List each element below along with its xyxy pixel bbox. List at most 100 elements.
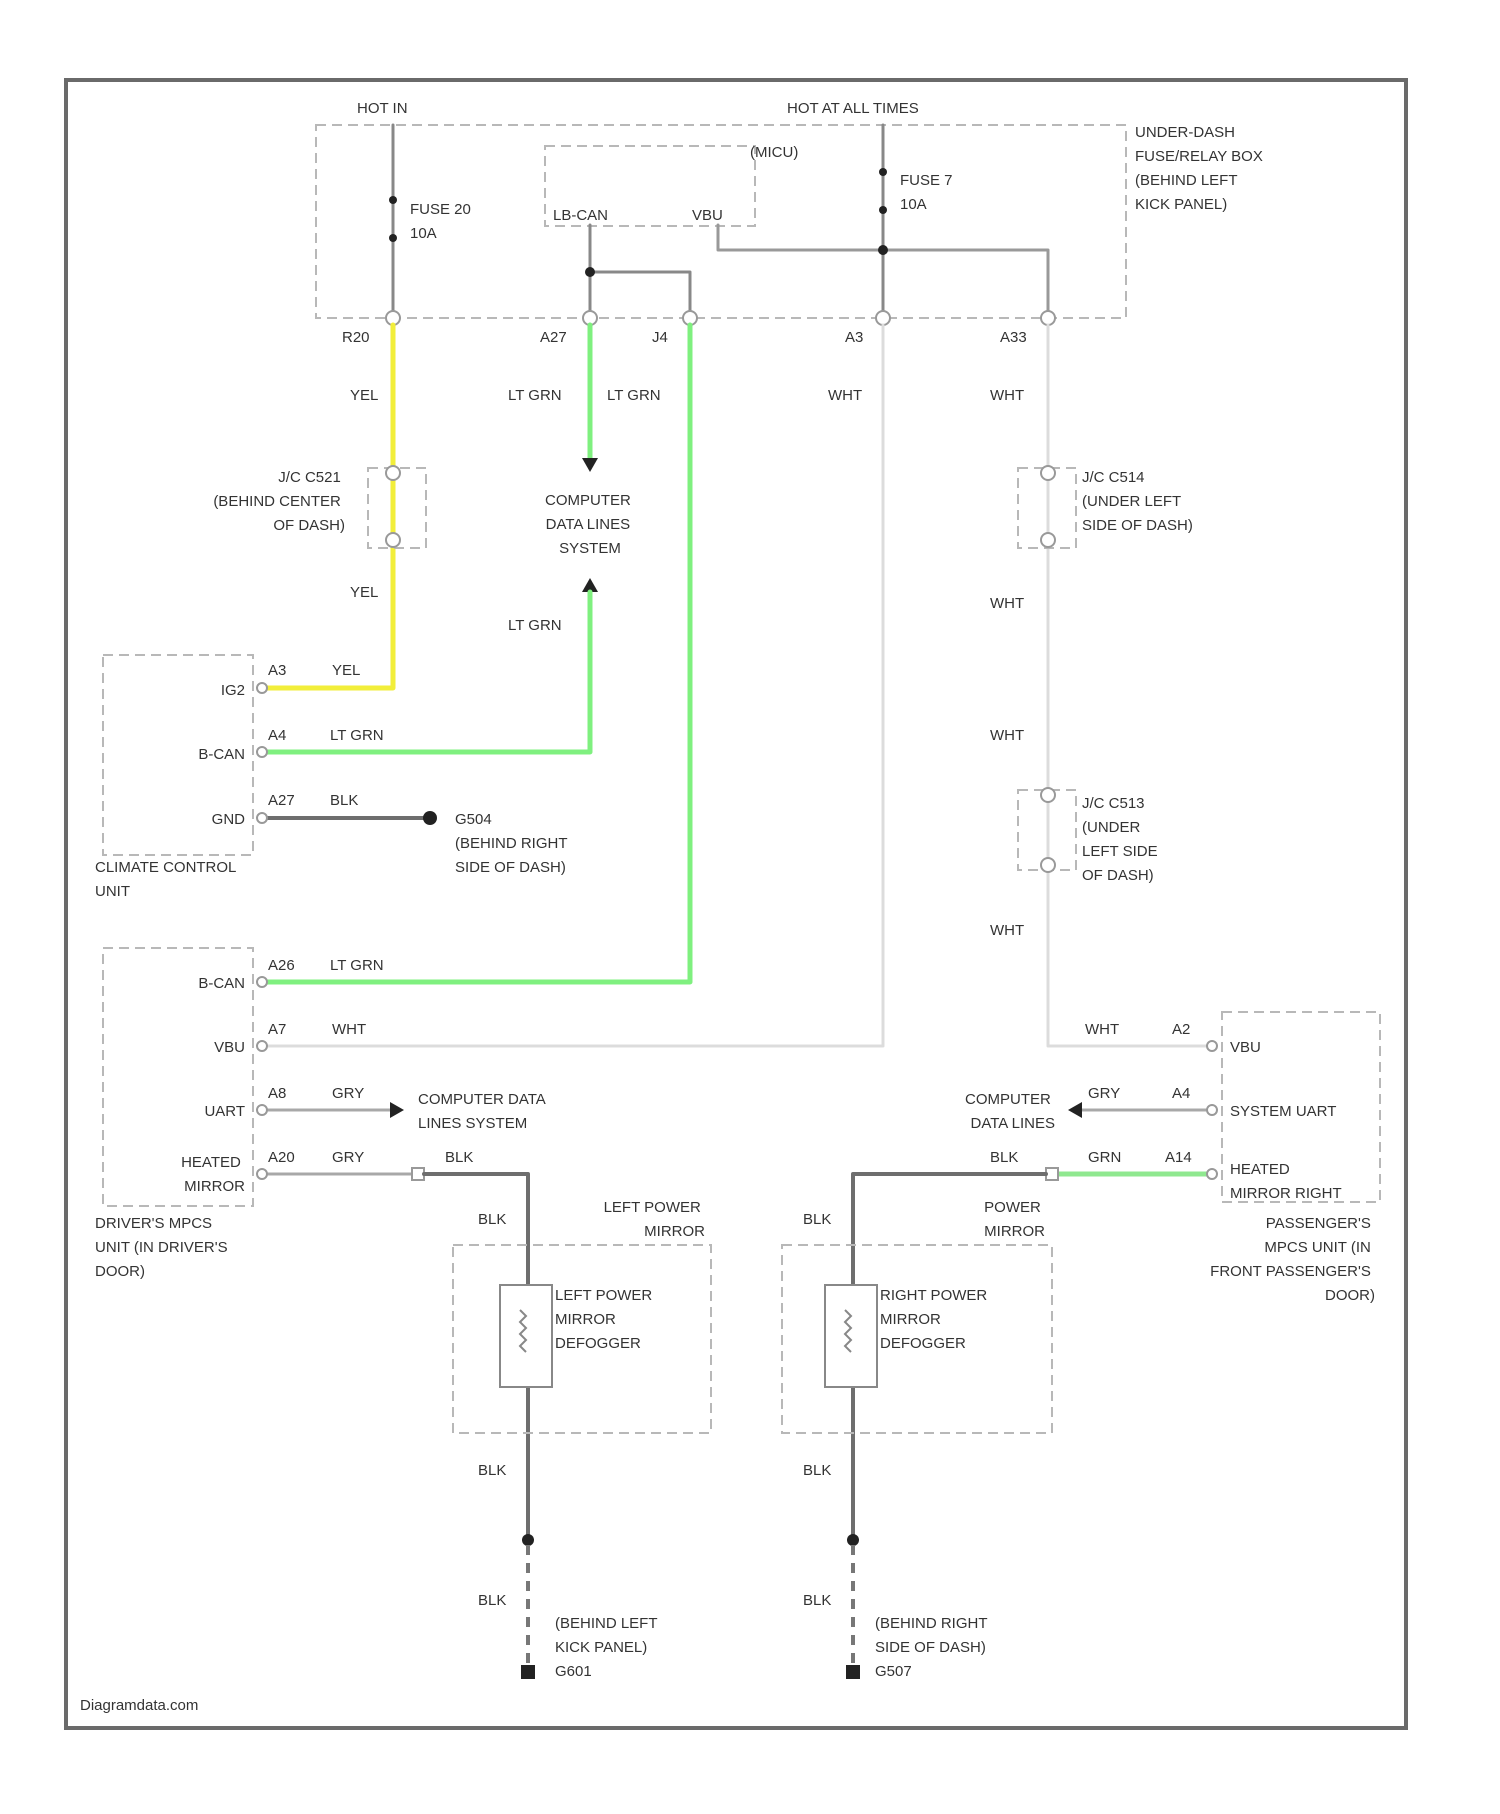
jc-c513-label: J/C C513 (UNDER LEFT SIDE OF DASH)	[1082, 795, 1162, 884]
right-mirror-blk-label-top: BLK	[990, 1149, 1018, 1166]
jc-c521-pin-top	[386, 466, 400, 480]
lbcan-splice	[585, 267, 595, 277]
yel-wire-label-2: YEL	[350, 584, 378, 601]
right-power-mirror-label: POWER MIRROR	[984, 1199, 1045, 1240]
left-ground-blk-label-2: BLK	[478, 1592, 506, 1609]
climate-gnd-blk-label: BLK	[330, 792, 358, 809]
driver-pin-a26: A26	[268, 957, 295, 974]
left-mirror-blk-label-top: BLK	[445, 1149, 473, 1166]
ltgrn-label-climate: LT GRN	[330, 727, 384, 744]
g601-ground-symbol	[521, 1665, 535, 1679]
passenger-pin-vbu-connector	[1207, 1041, 1217, 1051]
jc-c514-pin-top	[1041, 466, 1055, 480]
ltgrn-wire-climate	[264, 592, 590, 752]
wht-label-c513-below: WHT	[990, 922, 1024, 939]
left-ground-blk-label-1: BLK	[478, 1462, 506, 1479]
fuse-7-contact-top	[879, 168, 887, 176]
passenger-pin-vbu-label: VBU	[1230, 1039, 1261, 1056]
wht-label-c513-above: WHT	[990, 727, 1024, 744]
lb-can-label: LB-CAN	[553, 207, 608, 224]
left-defogger-element	[500, 1285, 552, 1387]
hot-at-all-times-label: HOT AT ALL TIMES	[787, 100, 919, 117]
right-ground-blk-label-1: BLK	[803, 1462, 831, 1479]
climate-pin-gnd-label: GND	[212, 811, 246, 828]
jc-c513-pin-bottom	[1041, 858, 1055, 872]
terminal-a3	[876, 311, 890, 325]
g504-ground-dot	[423, 811, 437, 825]
fuse-7-contact-bottom	[879, 206, 887, 214]
climate-unit-name: CLIMATE CONTROL UNIT	[95, 859, 240, 900]
wht-label-passenger-vbu: WHT	[1085, 1021, 1119, 1038]
left-defogger-label: LEFT POWER MIRROR DEFOGGER	[555, 1287, 656, 1352]
passenger-unit-name: PASSENGER'S MPCS UNIT (IN FRONT PASSENGE…	[1210, 1215, 1375, 1304]
lbcan-j4-wire	[590, 272, 690, 318]
driver-pin-vbu-label: VBU	[214, 1039, 245, 1056]
driver-unit-name: DRIVER'S MPCS UNIT (IN DRIVER'S DOOR)	[95, 1215, 232, 1280]
right-ground-splice	[847, 1534, 859, 1546]
driver-uart-arrow	[390, 1102, 404, 1118]
climate-pin-ig2-label: IG2	[221, 682, 245, 699]
climate-pin-bcan-label: B-CAN	[198, 746, 245, 763]
vbu-micu-label: VBU	[692, 207, 723, 224]
micu-label: (MICU)	[750, 144, 798, 161]
data-lines-right: COMPUTER DATA LINES	[965, 1091, 1055, 1132]
wht-wire-a33	[1048, 325, 1210, 1046]
climate-pin-gnd-connector	[257, 813, 267, 823]
data-lines-left: COMPUTER DATA LINES SYSTEM	[418, 1091, 549, 1132]
jc-c521-pin-bottom	[386, 533, 400, 547]
jc-c513-pin-top	[1041, 788, 1055, 802]
hot-in-label: HOT IN	[357, 100, 408, 117]
ltgrn-label-a27: LT GRN	[508, 387, 562, 404]
passenger-pin-heated-mirror-label: HEATED MIRROR RIGHT	[1230, 1161, 1342, 1202]
fuse-7-label: FUSE 7 10A	[900, 172, 957, 213]
driver-pin-uart-connector	[257, 1105, 267, 1115]
right-defogger-label: RIGHT POWER MIRROR DEFOGGER	[880, 1287, 991, 1352]
driver-pin-heated-connector	[257, 1169, 267, 1179]
wht-label-a3: WHT	[828, 387, 862, 404]
yel-wire-label-3: YEL	[332, 662, 360, 679]
driver-pin-bcan-connector	[257, 977, 267, 987]
driver-heated-gry-label: GRY	[332, 1149, 364, 1166]
ltgrn-label-driver: LT GRN	[330, 957, 384, 974]
right-ground-blk-label-2: BLK	[803, 1592, 831, 1609]
left-ground-splice	[522, 1534, 534, 1546]
passenger-pin-heated-connector	[1207, 1169, 1217, 1179]
climate-pin-ig2-connector	[257, 683, 267, 693]
fuse-20-label: FUSE 20 10A	[410, 201, 475, 242]
terminal-r20-label: R20	[342, 329, 370, 346]
driver-pin-a7: A7	[268, 1021, 286, 1038]
g601-label: (BEHIND LEFT KICK PANEL) G601	[555, 1615, 661, 1680]
watermark: Diagramdata.com	[80, 1697, 198, 1714]
passenger-pin-a2: A2	[1172, 1021, 1190, 1038]
driver-pin-bcan-label: B-CAN	[198, 975, 245, 992]
g504-label: G504 (BEHIND RIGHT SIDE OF DASH)	[455, 811, 571, 876]
right-mirror-blk-label-side: BLK	[803, 1211, 831, 1228]
ltgrn-wire-j4	[264, 325, 690, 982]
terminal-a27-label: A27	[540, 329, 567, 346]
yel-wire-label-1: YEL	[350, 387, 378, 404]
climate-pin-a3: A3	[268, 662, 286, 679]
driver-pin-uart-label: UART	[204, 1103, 245, 1120]
wht-label-driver-vbu: WHT	[332, 1021, 366, 1038]
left-power-mirror-label: LEFT POWER MIRROR	[604, 1199, 706, 1240]
terminal-a3-label: A3	[845, 329, 863, 346]
passenger-pin-a14: A14	[1165, 1149, 1192, 1166]
left-mirror-blk-label-side: BLK	[478, 1211, 506, 1228]
driver-uart-gry-label: GRY	[332, 1085, 364, 1102]
g507-label: (BEHIND RIGHT SIDE OF DASH) G507	[875, 1615, 991, 1680]
fuse-box-name: UNDER-DASH FUSE/RELAY BOX (BEHIND LEFT K…	[1135, 124, 1267, 213]
terminal-a33	[1041, 311, 1055, 325]
passenger-heated-grn-label: GRN	[1088, 1149, 1121, 1166]
wht-label-a33: WHT	[990, 387, 1024, 404]
g507-ground-symbol	[846, 1665, 860, 1679]
jc-c514-label: J/C C514 (UNDER LEFT SIDE OF DASH)	[1082, 469, 1193, 534]
driver-pin-heated-mirror-label: HEATED MIRROR	[181, 1154, 245, 1195]
climate-pin-a27: A27	[268, 792, 295, 809]
driver-pin-vbu-connector	[257, 1041, 267, 1051]
climate-pin-a4: A4	[268, 727, 286, 744]
passenger-pin-uart-connector	[1207, 1105, 1217, 1115]
terminal-j4-label: J4	[652, 329, 668, 346]
ltgrn-label-climate-upper: LT GRN	[508, 617, 562, 634]
driver-pin-a20: A20	[268, 1149, 295, 1166]
